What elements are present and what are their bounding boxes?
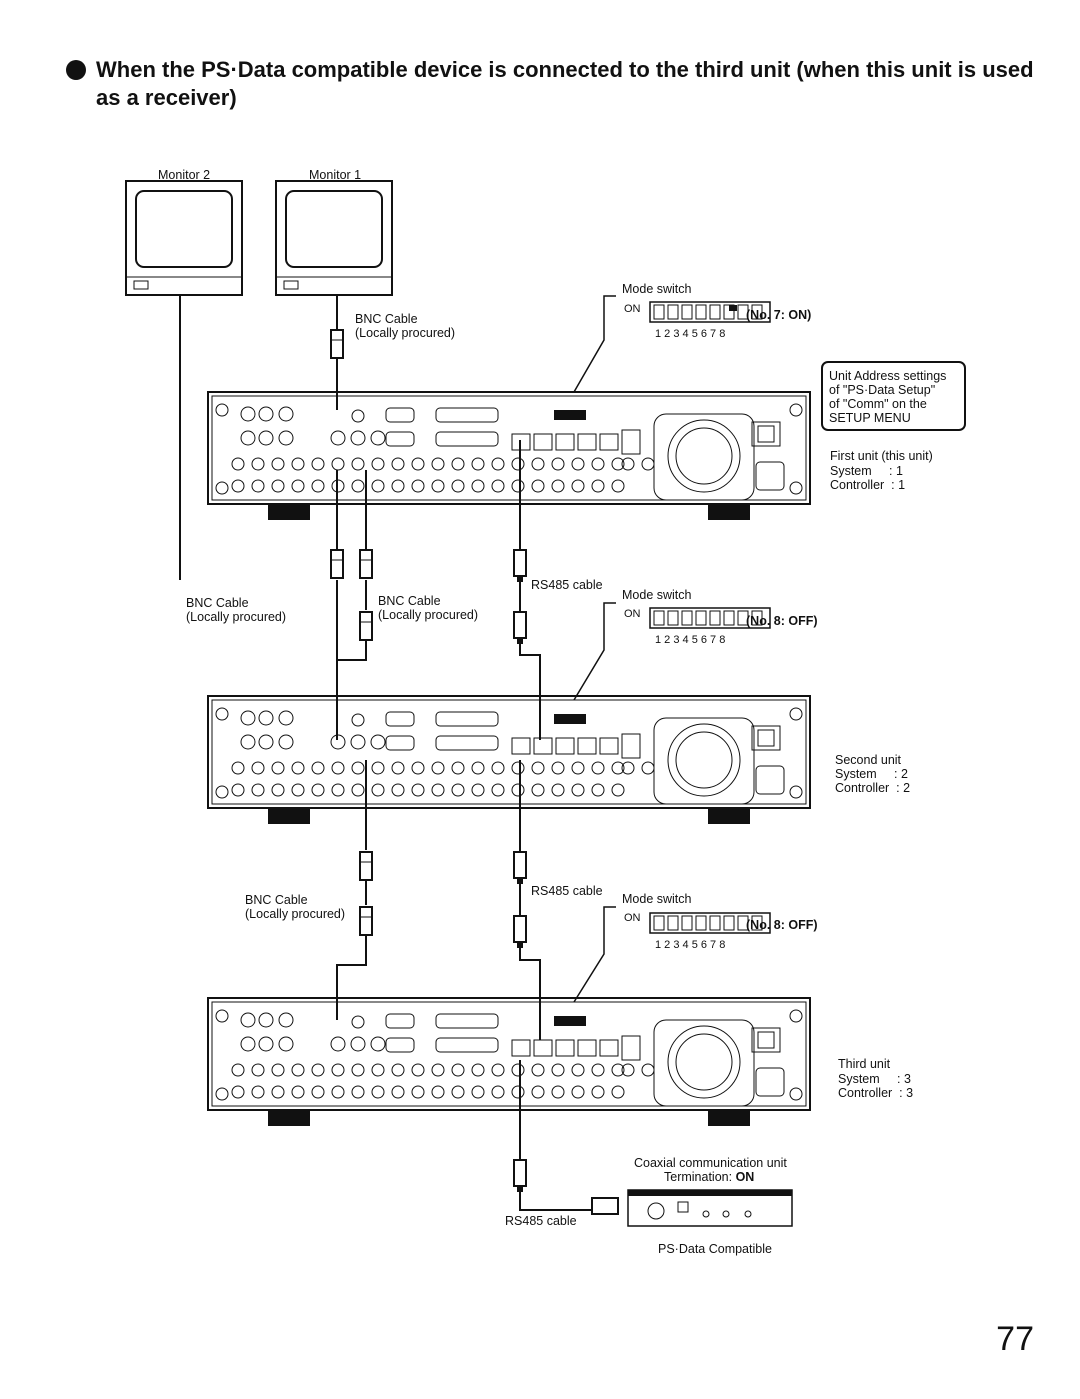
bnc-cable-label-top: BNC Cable <box>355 312 418 326</box>
rs485-cable-label-1: RS485 cable <box>531 578 603 592</box>
mode-switch-setting-2: (No. 8: OFF) <box>746 614 818 628</box>
unit-3-system: System : 3 <box>838 1072 911 1086</box>
mode-switch-on-2: ON <box>624 608 641 620</box>
mode-switch-numbers-1: 1 2 3 4 5 6 7 8 <box>655 328 726 340</box>
unit-2-controller: Controller : 2 <box>835 781 911 795</box>
unit-1-system: System : 1 <box>830 464 903 478</box>
address-note-line-2: of "PS·Data Setup" <box>829 383 936 397</box>
unit-3-name: Third unit <box>838 1057 891 1071</box>
bnc-cable-label-lower: BNC Cable <box>245 893 308 907</box>
unit-2-name: Second unit <box>835 753 902 767</box>
bnc-cable-note-mid: (Locally procured) <box>378 608 479 622</box>
mode-switch-numbers-2: 1 2 3 4 5 6 7 8 <box>655 634 726 646</box>
recorder-unit-3 <box>207 997 811 1127</box>
mode-switch-on-1: ON <box>624 303 641 315</box>
dip-switch-1 <box>649 301 771 323</box>
bnc-cable-label-left: BNC Cable <box>186 596 249 610</box>
mode-switch-setting-1: (No. 7: ON) <box>746 308 812 322</box>
page-number: 77 <box>996 1320 1034 1358</box>
monitor-1-label: Monitor 1 <box>309 168 362 182</box>
unit-1-name: First unit (this unit) <box>830 449 933 463</box>
rs485-cable-label-2: RS485 cable <box>531 884 603 898</box>
coax-unit-title: Coaxial communication unit <box>634 1156 787 1170</box>
recorder-unit-2 <box>207 695 811 825</box>
bnc-cable-note-left: (Locally procured) <box>186 610 287 624</box>
coax-unit-graphic <box>627 1189 793 1227</box>
recorder-unit-1 <box>207 391 811 521</box>
unit-2-system: System : 2 <box>835 767 908 781</box>
monitor-2-graphic <box>125 180 243 296</box>
mode-switch-title-3: Mode switch <box>622 892 692 906</box>
address-note-line-1: Unit Address settings <box>829 369 947 383</box>
termination-text: Termination: ON <box>664 1170 754 1184</box>
mode-switch-title-2: Mode switch <box>622 588 692 602</box>
unit-1-controller: Controller : 1 <box>830 478 906 492</box>
address-note-line-4: SETUP MENU <box>829 411 911 425</box>
termination-label: Termination: <box>664 1170 736 1184</box>
mode-switch-on-3: ON <box>624 912 641 924</box>
address-note-line-3: of "Comm" on the <box>829 397 927 411</box>
bnc-cable-label-mid: BNC Cable <box>378 594 441 608</box>
ps-data-caption: PS·Data Compatible <box>658 1242 772 1256</box>
rs485-cable-label-3: RS485 cable <box>505 1214 577 1228</box>
mode-switch-numbers-3: 1 2 3 4 5 6 7 8 <box>655 939 726 951</box>
bullet-icon <box>66 60 86 80</box>
bnc-cable-note-lower: (Locally procured) <box>245 907 346 921</box>
termination-value: ON <box>735 1170 755 1184</box>
unit-3-controller: Controller : 3 <box>838 1086 914 1100</box>
mode-switch-setting-3: (No. 8: OFF) <box>746 918 818 932</box>
monitor-2-label: Monitor 2 <box>158 168 211 182</box>
monitor-1-graphic <box>275 180 393 296</box>
bnc-cable-note-top: (Locally procured) <box>355 326 456 340</box>
page-heading: When the PS·Data compatible device is co… <box>66 56 1056 112</box>
mode-switch-title-1: Mode switch <box>622 282 692 296</box>
